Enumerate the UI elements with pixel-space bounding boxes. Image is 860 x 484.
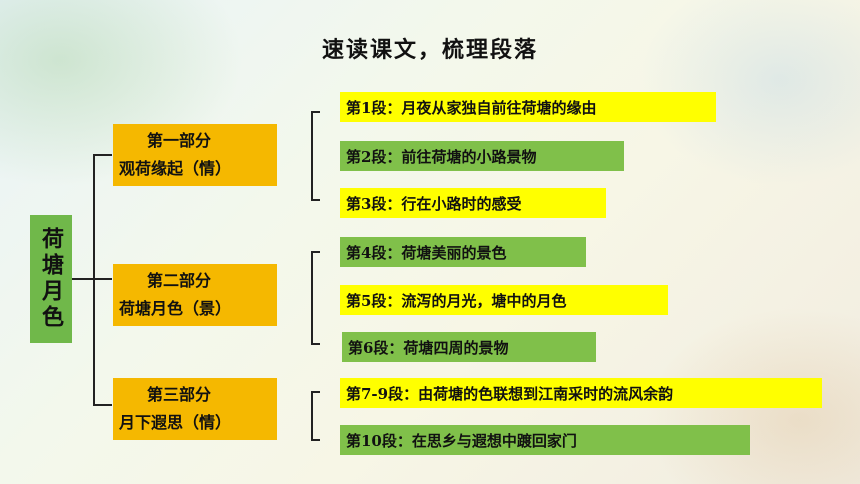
- part-desc: 观荷缘起（情）: [119, 159, 232, 178]
- part1-bracket: [311, 111, 320, 201]
- paragraph-box-3: 第3段：行在小路时的感受: [340, 188, 606, 218]
- paragraph-box-2: 第2段：前往荷塘的小路景物: [340, 141, 624, 171]
- paragraph-box-4: 第4段：荷塘美丽的景色: [340, 237, 586, 267]
- paragraph-box-6: 第6段：荷塘四周的景物: [342, 332, 596, 362]
- part-name: 第三部分: [147, 385, 212, 404]
- part-node-2: 第二部分 荷塘月色（景）: [113, 264, 277, 326]
- root-bracket: [72, 154, 112, 406]
- part3-bracket: [311, 391, 320, 441]
- page-title: 速读课文，梳理段落: [321, 37, 538, 63]
- paragraph-box-7: 第7-9段：由荷塘的色联想到江南采时的流风余韵: [340, 378, 822, 408]
- part2-bracket: [311, 251, 320, 345]
- paragraph-box-1: 第1段：月夜从家独自前往荷塘的缘由: [340, 92, 716, 122]
- part-node-1: 第一部分 观荷缘起（情）: [113, 124, 277, 186]
- part-node-3: 第三部分 月下遐思（情）: [113, 378, 277, 440]
- part-desc: 月下遐思（情）: [119, 413, 232, 432]
- part-desc: 荷塘月色（景）: [119, 299, 232, 318]
- paragraph-box-8: 第10段：在思乡与遐想中踱回家门: [340, 425, 750, 455]
- part-name: 第一部分: [147, 131, 212, 150]
- root-label: 荷塘月色: [38, 227, 64, 331]
- part-name: 第二部分: [147, 271, 212, 290]
- paragraph-box-5: 第5段：流泻的月光，塘中的月色: [340, 285, 668, 315]
- root-node: 荷塘月色: [30, 215, 72, 343]
